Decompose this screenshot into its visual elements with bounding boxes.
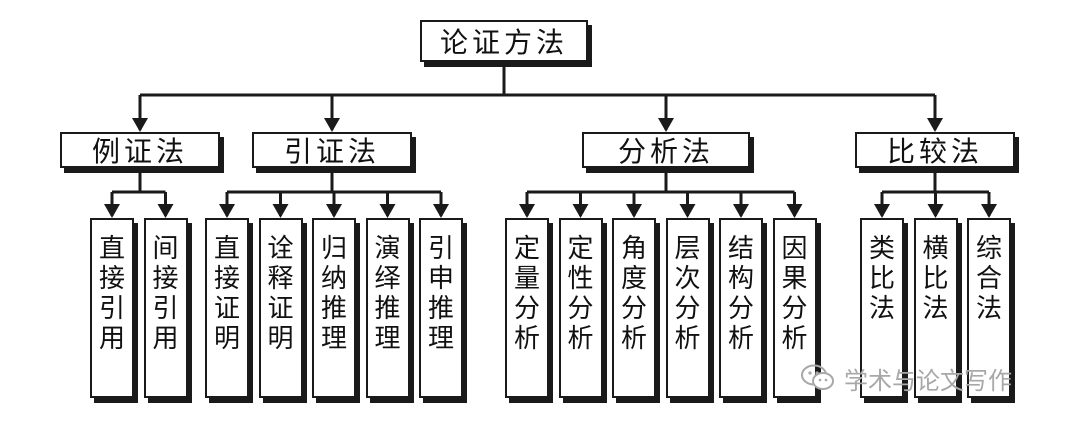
leaf-node: 横比法 [913, 218, 958, 398]
watermark: 学术与论文写作 [800, 358, 1070, 398]
leaf-node: 诠释证明 [258, 218, 303, 398]
watermark-text: 学术与论文写作 [844, 366, 1012, 395]
leaf-label: 间接引用 [152, 234, 179, 354]
leaf-label: 诠释证明 [267, 234, 294, 354]
leaf-label: 角度分析 [620, 234, 647, 354]
leaf-node: 直接引用 [90, 218, 134, 398]
arrowhead [927, 118, 943, 132]
leaf-node: 引申推理 [419, 218, 463, 398]
leaf-label: 直接引用 [98, 234, 125, 354]
leaf-label: 类比法 [868, 234, 895, 324]
leaf-label: 结构分析 [727, 234, 754, 354]
arrowhead [272, 204, 289, 218]
arrowhead [157, 204, 174, 218]
arrowhead [981, 204, 997, 218]
wechat-icon [801, 364, 834, 390]
leaf-node: 类比法 [860, 218, 904, 398]
arrowhead [519, 204, 535, 218]
leaf-node: 间接引用 [143, 218, 188, 398]
leaf-node: 角度分析 [612, 218, 656, 398]
arrowhead [572, 204, 589, 218]
category-node: 分析法 [582, 132, 750, 168]
leaf-node: 演绎推理 [365, 218, 410, 398]
leaf-label: 演绎推理 [374, 234, 401, 354]
leaf-node: 综合法 [967, 218, 1011, 398]
leaf-label: 层次分析 [674, 234, 701, 354]
category-node: 引证法 [252, 132, 412, 168]
leaf-label: 定量分析 [513, 234, 540, 354]
arrowhead [132, 118, 148, 132]
leaf-node: 层次分析 [665, 218, 710, 398]
leaf-node: 因果分析 [772, 218, 817, 398]
arrowhead [874, 204, 890, 218]
leaf-node: 定性分析 [558, 218, 603, 398]
leaf-label: 横比法 [922, 234, 949, 324]
arrowhead [658, 118, 674, 132]
arrowhead [324, 118, 340, 132]
leaf-node: 定量分析 [505, 218, 549, 398]
leaf-node: 结构分析 [719, 218, 763, 398]
leaf-label: 直接证明 [213, 234, 240, 354]
leaf-node: 归纳推理 [312, 218, 356, 398]
category-node: 比较法 [855, 132, 1015, 168]
arrowhead [326, 204, 342, 218]
arrowhead [626, 204, 642, 218]
arrowhead [786, 204, 803, 218]
arrowhead [433, 204, 449, 218]
root-node: 论证方法 [420, 20, 588, 62]
leaf-label: 归纳推理 [320, 234, 347, 354]
leaf-node: 直接证明 [205, 218, 249, 398]
leaf-label: 因果分析 [781, 234, 808, 354]
arrowhead [379, 204, 396, 218]
leaf-label: 定性分析 [567, 234, 594, 354]
arrowhead [733, 204, 749, 218]
arrowhead [104, 204, 120, 218]
arrowhead [679, 204, 696, 218]
arrowhead [219, 204, 235, 218]
category-node: 例证法 [60, 132, 220, 168]
leaf-label: 综合法 [975, 234, 1002, 324]
arrowhead [927, 204, 944, 218]
leaf-label: 引申推理 [427, 234, 454, 354]
